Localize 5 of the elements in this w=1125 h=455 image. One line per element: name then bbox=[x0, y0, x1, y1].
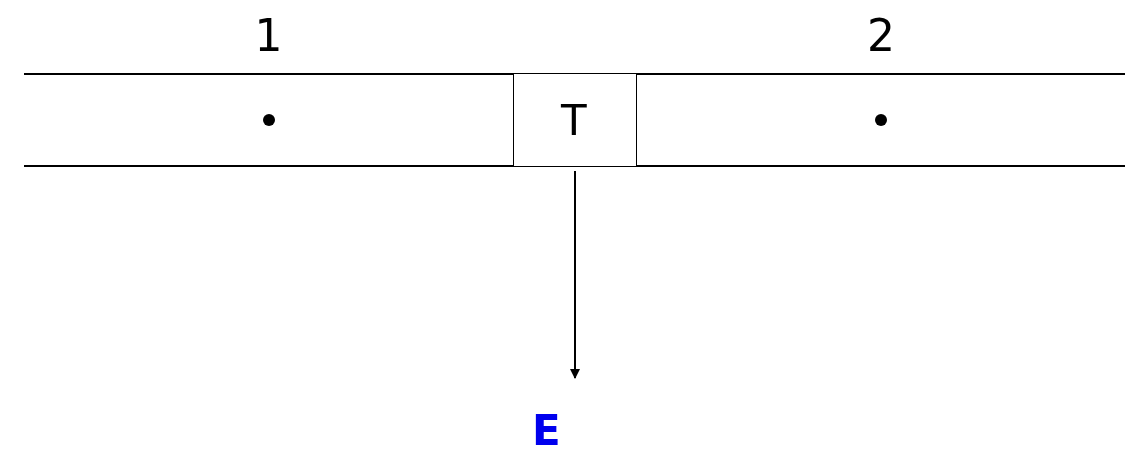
arrow bbox=[570, 170, 580, 379]
section-number: 1 bbox=[253, 12, 284, 60]
section-number: 2 bbox=[866, 12, 896, 60]
junction-letter: T bbox=[561, 98, 587, 144]
endpoint-label: E bbox=[532, 408, 561, 454]
